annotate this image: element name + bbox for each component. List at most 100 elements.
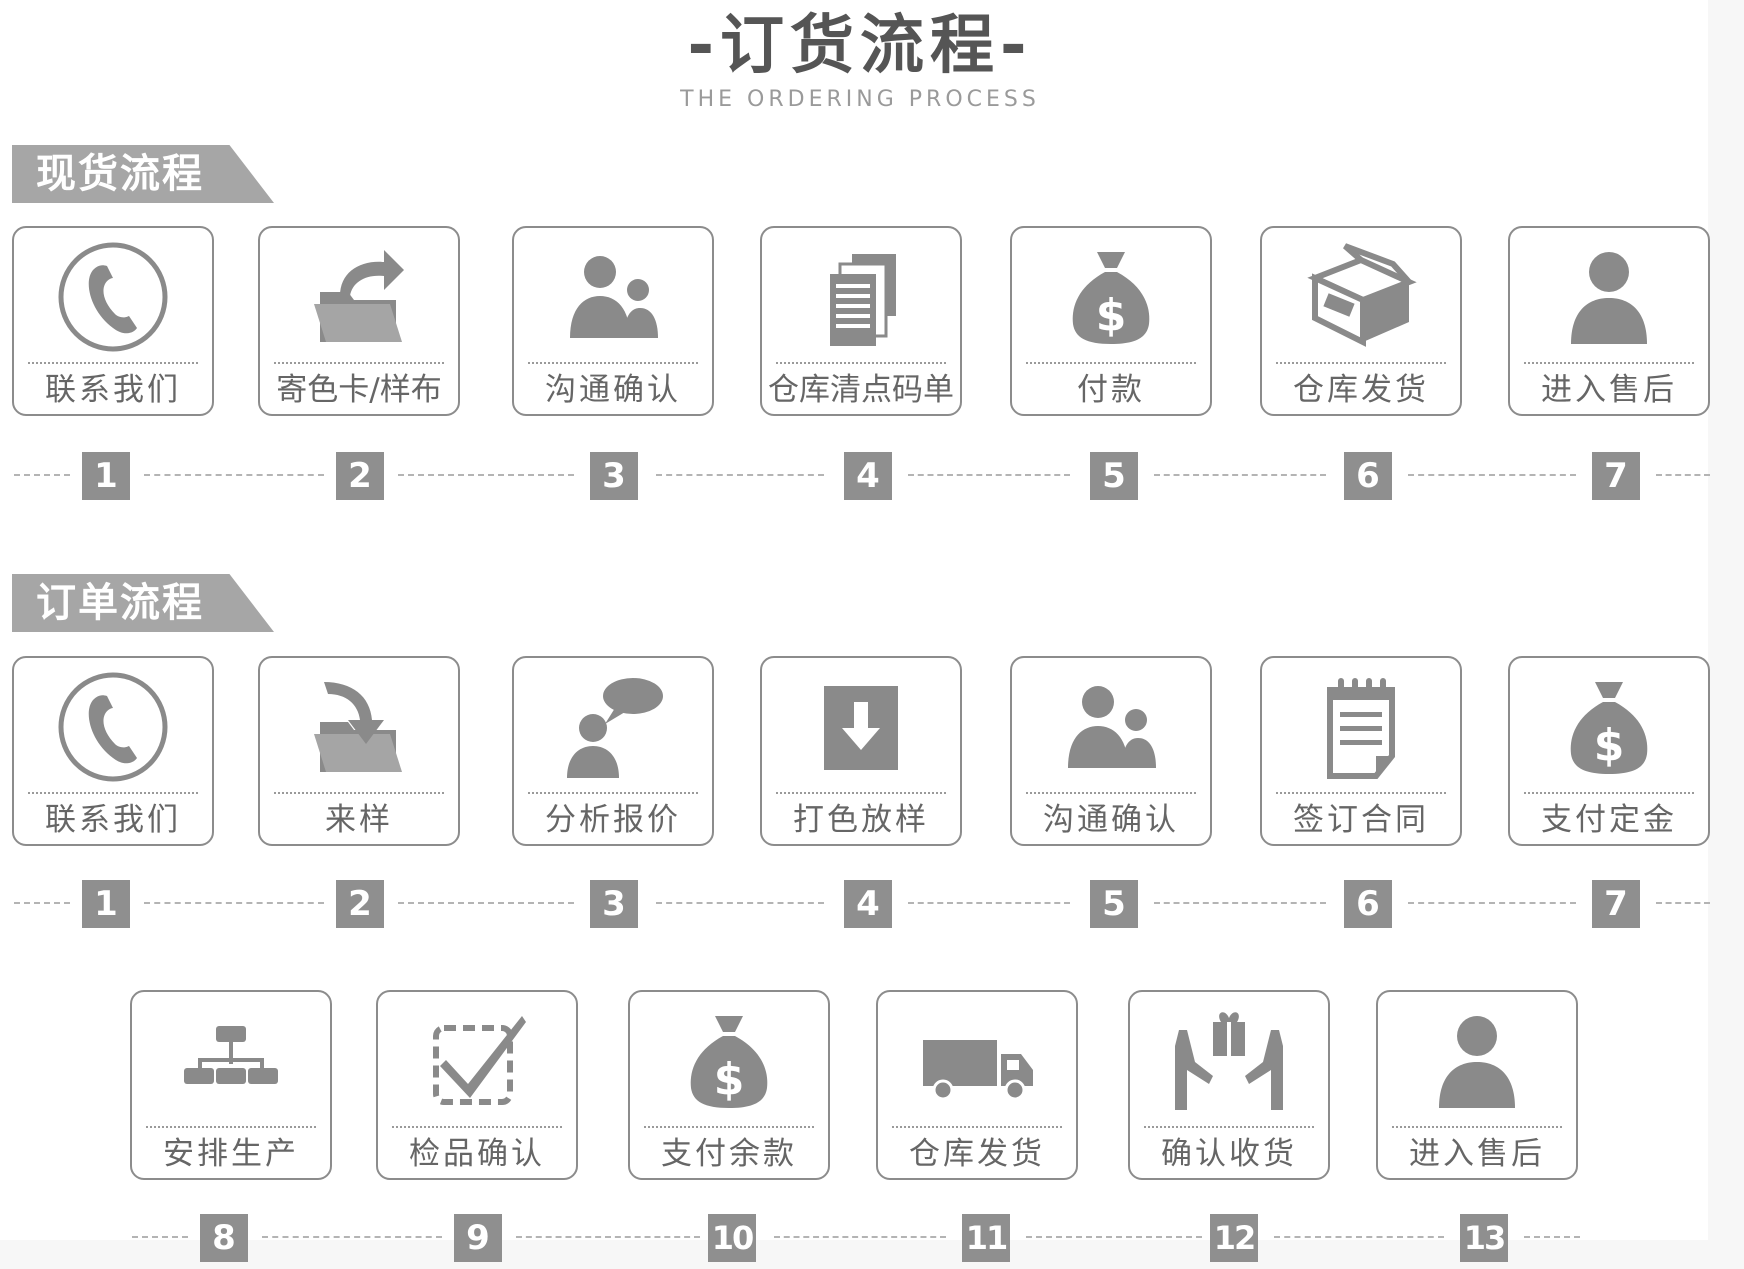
- person-icon: [1378, 1002, 1576, 1120]
- card-divider: [274, 792, 444, 794]
- card-divider: [28, 362, 198, 364]
- step-number-badge: 5: [1090, 452, 1138, 500]
- timeline-line: [1524, 1236, 1580, 1238]
- order-step-card: 分析报价: [512, 656, 714, 846]
- step-number-badge: 1: [82, 452, 130, 500]
- step-number-badge: 8: [200, 1214, 248, 1262]
- truck-icon: [878, 1002, 1076, 1120]
- hierarchy-icon: [132, 1002, 330, 1120]
- step-label: 沟通确认: [545, 372, 681, 408]
- order-step-card: 安排生产: [130, 990, 332, 1180]
- step-number-badge: 6: [1344, 880, 1392, 928]
- order-step-card: 进入售后: [1376, 990, 1578, 1180]
- order-step-card: 签订合同: [1260, 656, 1462, 846]
- phone-icon: [14, 238, 212, 356]
- hands-gift-icon: [1130, 1002, 1328, 1120]
- timeline-line: [132, 1236, 188, 1238]
- timeline-line: [516, 1236, 700, 1238]
- card-divider: [1276, 792, 1446, 794]
- step-label: 联系我们: [45, 802, 181, 838]
- step-label: 检品确认: [409, 1136, 545, 1172]
- step-label: 付款: [1077, 372, 1145, 408]
- documents-icon: [762, 238, 960, 356]
- box-icon: [1262, 238, 1460, 356]
- phone-icon: [14, 668, 212, 786]
- order-step-card: 沟通确认: [1010, 656, 1212, 846]
- card-divider: [1026, 792, 1196, 794]
- order-section-banner: 订单流程: [12, 574, 274, 632]
- card-divider: [1524, 792, 1694, 794]
- step-number-badge: 6: [1344, 452, 1392, 500]
- step-number-badge: 12: [1210, 1214, 1258, 1262]
- people-icon: [514, 238, 712, 356]
- timeline-line: [1026, 1236, 1202, 1238]
- stock-step-card: 仓库发货: [1260, 226, 1462, 416]
- step-number-badge: 2: [336, 880, 384, 928]
- stock-step-card: $ 付款: [1010, 226, 1212, 416]
- order-step-card: 来样: [258, 656, 460, 846]
- timeline-line: [656, 474, 824, 476]
- step-label: 进入售后: [1541, 372, 1677, 408]
- timeline-line: [398, 902, 574, 904]
- step-label: 签订合同: [1293, 802, 1429, 838]
- stock-step-card: 寄色卡/样布: [258, 226, 460, 416]
- card-divider: [528, 362, 698, 364]
- timeline-line: [774, 1236, 946, 1238]
- check-box-icon: [378, 1002, 576, 1120]
- timeline-line: [908, 902, 1070, 904]
- people-icon: [1012, 668, 1210, 786]
- step-label: 安排生产: [163, 1136, 299, 1172]
- timeline-line: [656, 902, 824, 904]
- step-label: 沟通确认: [1043, 802, 1179, 838]
- stock-section-banner: 现货流程: [12, 145, 274, 203]
- step-label: 分析报价: [545, 802, 681, 838]
- download-icon: [762, 668, 960, 786]
- step-number-badge: 2: [336, 452, 384, 500]
- step-label: 打色放样: [793, 802, 929, 838]
- order-step-card: 确认收货: [1128, 990, 1330, 1180]
- timeline-line: [1154, 474, 1326, 476]
- step-label: 仓库清点码单: [768, 372, 954, 408]
- person-speech-icon: [514, 668, 712, 786]
- timeline-line: [262, 1236, 442, 1238]
- step-label: 寄色卡/样布: [276, 372, 442, 408]
- person-icon: [1510, 238, 1708, 356]
- step-label: 仓库发货: [1293, 372, 1429, 408]
- card-divider: [274, 362, 444, 364]
- timeline-line: [1408, 474, 1576, 476]
- card-divider: [892, 1126, 1062, 1128]
- svg-text:$: $: [1594, 720, 1625, 771]
- timeline-line: [1656, 474, 1710, 476]
- card-divider: [776, 362, 946, 364]
- step-number-badge: 10: [708, 1214, 756, 1262]
- card-divider: [392, 1126, 562, 1128]
- stock-step-card: 进入售后: [1508, 226, 1710, 416]
- timeline-line: [14, 474, 70, 476]
- stock-step-card: 联系我们: [12, 226, 214, 416]
- card-divider: [1276, 362, 1446, 364]
- timeline-line: [908, 474, 1070, 476]
- timeline-line: [1154, 902, 1326, 904]
- step-number-badge: 5: [1090, 880, 1138, 928]
- card-divider: [1524, 362, 1694, 364]
- contract-icon: [1262, 668, 1460, 786]
- step-label: 仓库发货: [909, 1136, 1045, 1172]
- timeline-line: [1656, 902, 1710, 904]
- step-number-badge: 3: [590, 452, 638, 500]
- order-step-card: 仓库发货: [876, 990, 1078, 1180]
- step-number-badge: 1: [82, 880, 130, 928]
- step-label: 联系我们: [45, 372, 181, 408]
- step-label: 进入售后: [1409, 1136, 1545, 1172]
- step-number-badge: 3: [590, 880, 638, 928]
- order-step-card: 打色放样: [760, 656, 962, 846]
- step-number-badge: 7: [1592, 452, 1640, 500]
- order-step-card: $ 支付余款: [628, 990, 830, 1180]
- step-label: 支付余款: [661, 1136, 797, 1172]
- card-divider: [776, 792, 946, 794]
- timeline-line: [398, 474, 574, 476]
- order-step-card: $ 支付定金: [1508, 656, 1710, 846]
- timeline-line: [1408, 902, 1576, 904]
- step-label: 确认收货: [1161, 1136, 1297, 1172]
- folder-share-icon: [260, 238, 458, 356]
- stock-step-card: 仓库清点码单: [760, 226, 962, 416]
